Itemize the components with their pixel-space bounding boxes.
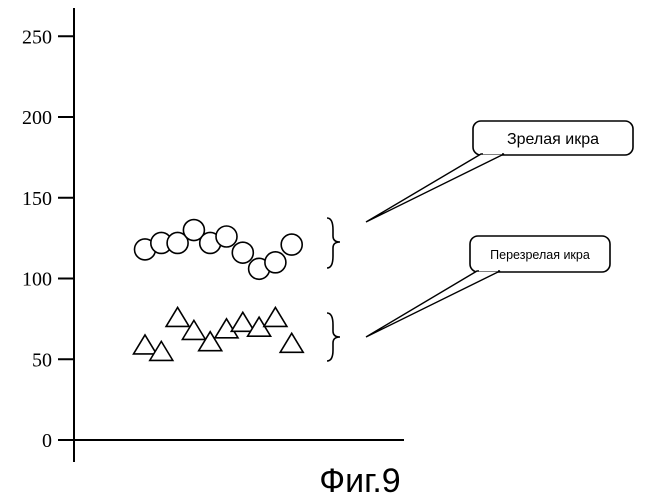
triangle-point <box>264 307 287 326</box>
callout-mature: Зрелая икра <box>366 121 633 222</box>
y-tick-label: 100 <box>22 269 52 291</box>
series-mature-roe <box>135 220 303 280</box>
y-tick-label: 250 <box>22 26 52 48</box>
callout-overripe: Перезрелая икра <box>366 236 610 337</box>
y-ticks: 0 50 100 150 200 250 <box>22 26 74 452</box>
y-tick-label: 0 <box>42 430 52 452</box>
series-overripe-roe <box>134 307 304 360</box>
y-tick-label: 200 <box>22 107 52 129</box>
brace-mature <box>327 218 340 268</box>
y-tick-label: 50 <box>32 349 52 371</box>
triangle-point <box>231 312 254 331</box>
circle-point <box>281 234 302 255</box>
brace-overripe <box>327 313 340 361</box>
circle-point <box>265 252 286 273</box>
circle-point <box>232 242 253 263</box>
circle-point <box>216 226 237 247</box>
y-tick-label: 150 <box>22 188 52 210</box>
triangle-point <box>280 333 303 352</box>
figure-caption: Фиг.9 <box>319 462 400 500</box>
callout-mature-label: Зрелая икра <box>507 131 599 148</box>
triangle-point <box>166 307 189 326</box>
triangle-point <box>134 335 157 354</box>
callout-overripe-label: Перезрелая икра <box>490 248 590 262</box>
